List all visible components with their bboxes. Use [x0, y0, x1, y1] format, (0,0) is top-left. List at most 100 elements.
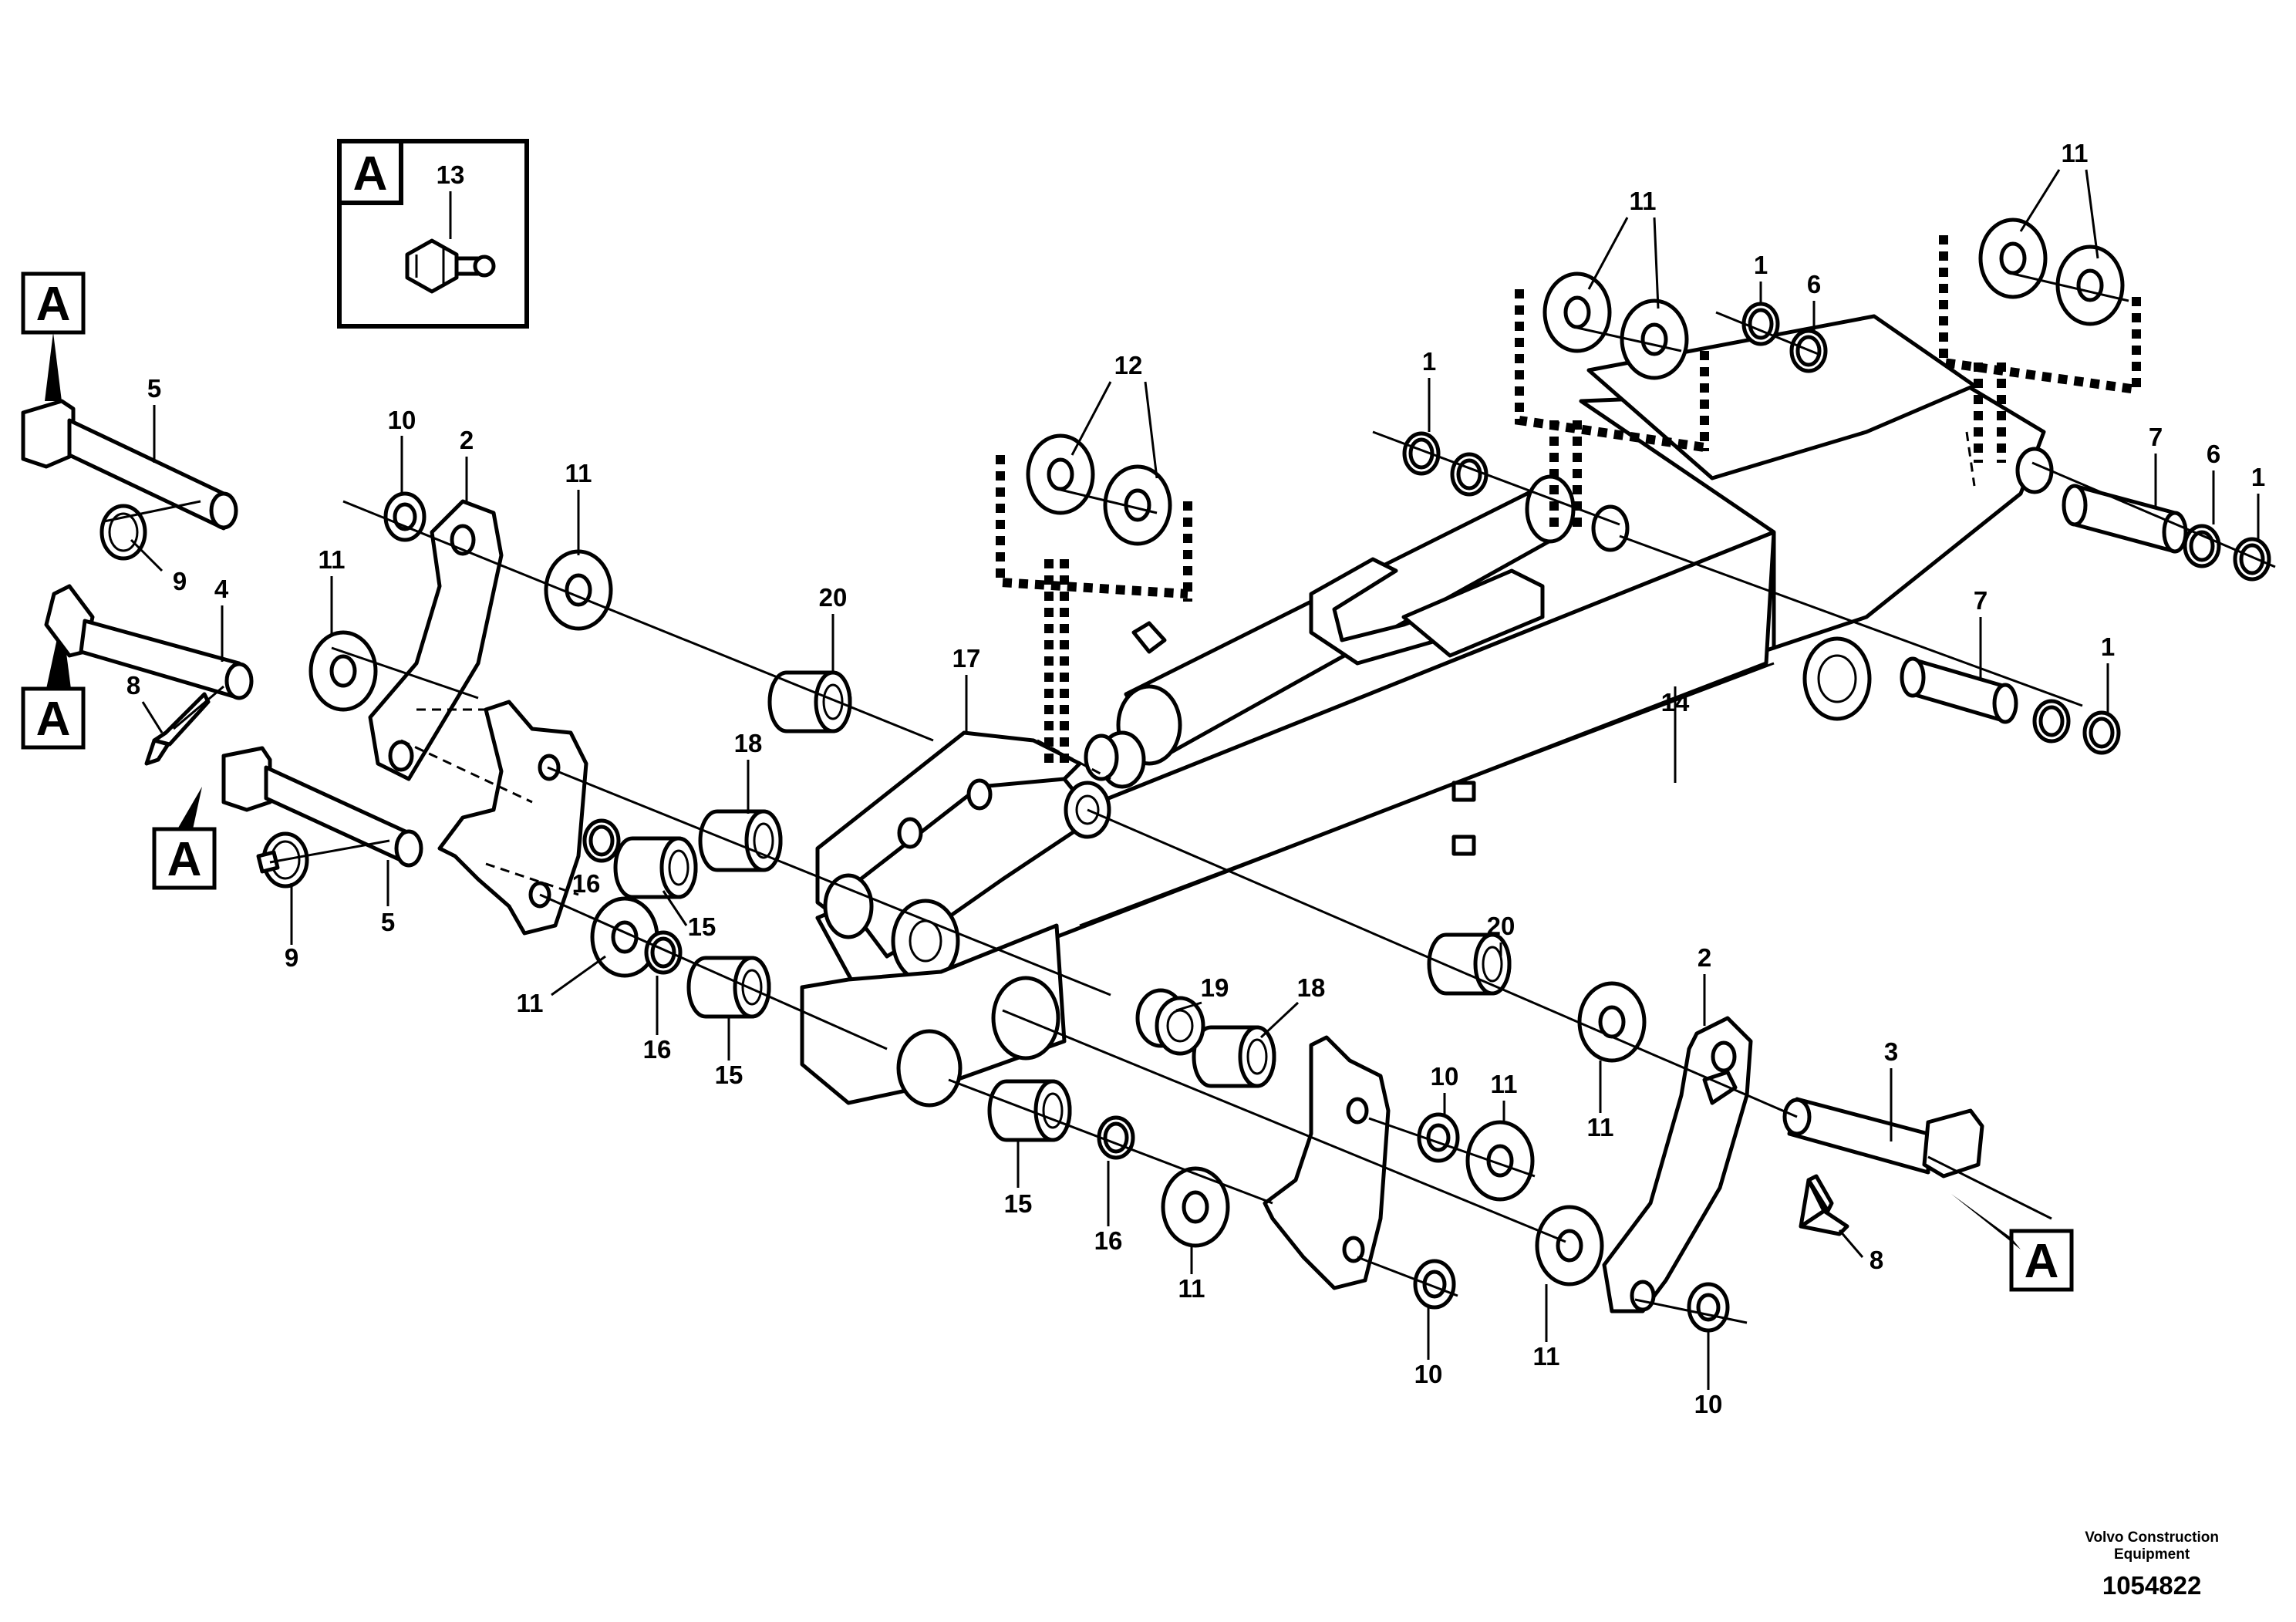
cotter-pin-8-left — [144, 685, 224, 766]
callout-16: 16 — [643, 1035, 672, 1064]
shim-group-11-center — [1515, 274, 1709, 532]
washer-11 — [1580, 983, 1644, 1061]
circlip-16 — [646, 932, 680, 973]
callout-11: 11 — [1630, 187, 1657, 215]
assembly-axes — [331, 272, 2276, 1324]
callout-18: 18 — [1297, 973, 1326, 1002]
pin-3 — [1782, 1097, 1984, 1179]
grease-nipple-icon — [405, 238, 496, 294]
detail-box-label: A — [353, 147, 388, 201]
callout-4: 4 — [214, 575, 229, 603]
callout-16: 16 — [1094, 1226, 1123, 1255]
detail-box-part-number: 13 — [437, 160, 465, 189]
svg-text:A: A — [36, 693, 71, 746]
callout-11: 11 — [1491, 1070, 1518, 1098]
callout-12: 12 — [1114, 351, 1143, 379]
lever-2-right — [1602, 1016, 1753, 1313]
callout-19: 19 — [1201, 973, 1229, 1002]
svg-text:A: A — [36, 278, 71, 331]
callout-15: 15 — [688, 912, 716, 941]
callout-10: 10 — [388, 406, 416, 434]
shim-group-11-right — [1939, 220, 2141, 463]
washer-11 — [1163, 1168, 1228, 1246]
washer-11 — [1468, 1122, 1532, 1199]
bushing-15 — [615, 838, 696, 897]
bracket-right — [1263, 1035, 1391, 1290]
callout-3: 3 — [1884, 1037, 1898, 1066]
bracket-left — [437, 700, 588, 936]
callout-1: 1 — [2101, 632, 2115, 661]
callout-11: 11 — [517, 989, 544, 1017]
callout-10: 10 — [1414, 1360, 1443, 1388]
callout-2: 2 — [460, 426, 474, 454]
circlip-1 — [1744, 304, 1778, 344]
reference-a-box-2: A — [21, 617, 86, 750]
company-name-line2: Equipment — [2114, 1546, 2190, 1563]
callout-5: 5 — [147, 374, 161, 403]
callout-11: 11 — [1533, 1342, 1560, 1371]
callout-11: 11 — [319, 545, 346, 574]
reference-a-box-3: A — [152, 787, 217, 890]
callout-16: 16 — [572, 869, 601, 898]
callout-11: 11 — [1587, 1113, 1614, 1141]
washer-6 — [2035, 701, 2068, 741]
callout-18: 18 — [734, 729, 763, 757]
callout-20: 20 — [1487, 912, 1515, 940]
detail-box-a: A 13 — [337, 139, 529, 329]
callout-7: 7 — [2149, 423, 2163, 451]
reference-a-box-1: A — [21, 271, 86, 401]
callouts: 5 9 4 8 10 2 11 11 20 17 12 18 16 15 5 9… — [126, 139, 2265, 1418]
document-number: 1054822 — [2102, 1571, 2202, 1600]
svg-text:A: A — [167, 833, 202, 886]
circlip-1 — [2235, 539, 2269, 579]
washer-6 — [1452, 454, 1486, 494]
circlip-1 — [2085, 713, 2119, 753]
washer-10 — [1415, 1261, 1454, 1307]
callout-1: 1 — [1422, 347, 1436, 376]
callout-2: 2 — [1698, 943, 1711, 972]
callout-6: 6 — [1807, 270, 1821, 298]
callout-6: 6 — [2207, 440, 2220, 468]
pin-5-top — [21, 399, 238, 531]
svg-text:A: A — [2025, 1235, 2059, 1288]
callout-15: 15 — [715, 1061, 743, 1089]
callout-11: 11 — [2062, 139, 2089, 167]
pin-7-upper — [2062, 484, 2188, 554]
callout-8: 8 — [126, 671, 140, 700]
linch-pin-9-lower — [256, 831, 390, 889]
circlip-16 — [1099, 1118, 1133, 1158]
washer-11 — [1537, 1207, 1602, 1284]
callout-15: 15 — [1004, 1189, 1033, 1218]
callout-17: 17 — [952, 644, 981, 673]
callout-9: 9 — [285, 943, 298, 972]
company-name-line1: Volvo Construction — [2085, 1529, 2219, 1546]
cotter-pin-8-right — [1799, 1174, 1849, 1236]
lever-2-left — [368, 499, 504, 781]
washer-6 — [2185, 526, 2219, 566]
callout-10: 10 — [1431, 1062, 1459, 1091]
circlip-16 — [585, 821, 619, 861]
pin-4 — [44, 584, 254, 700]
drawing-footer: Volvo Construction Equipment 1054822 — [2085, 1529, 2219, 1600]
callout-10: 10 — [1694, 1390, 1723, 1418]
callout-1: 1 — [2251, 463, 2265, 491]
pin-5-lower — [221, 746, 423, 868]
washer-11 — [546, 551, 611, 629]
callout-7: 7 — [1974, 586, 1988, 615]
linch-pin-9-top — [99, 500, 201, 561]
callout-20: 20 — [819, 583, 848, 612]
callout-8: 8 — [1870, 1246, 1883, 1274]
washer-10 — [1689, 1284, 1728, 1330]
callout-11: 11 — [1178, 1274, 1205, 1303]
spacer-19 — [1135, 988, 1205, 1056]
washer-11 — [311, 632, 376, 710]
reference-a-box-4: A — [1951, 1194, 2074, 1292]
bushing-18 — [700, 811, 781, 870]
callout-11: 11 — [565, 459, 592, 487]
callout-1: 1 — [1754, 251, 1768, 279]
callout-5: 5 — [381, 908, 395, 936]
boom-arm — [815, 314, 2054, 1005]
shim-group-12 — [996, 436, 1192, 764]
callout-9: 9 — [173, 567, 187, 595]
